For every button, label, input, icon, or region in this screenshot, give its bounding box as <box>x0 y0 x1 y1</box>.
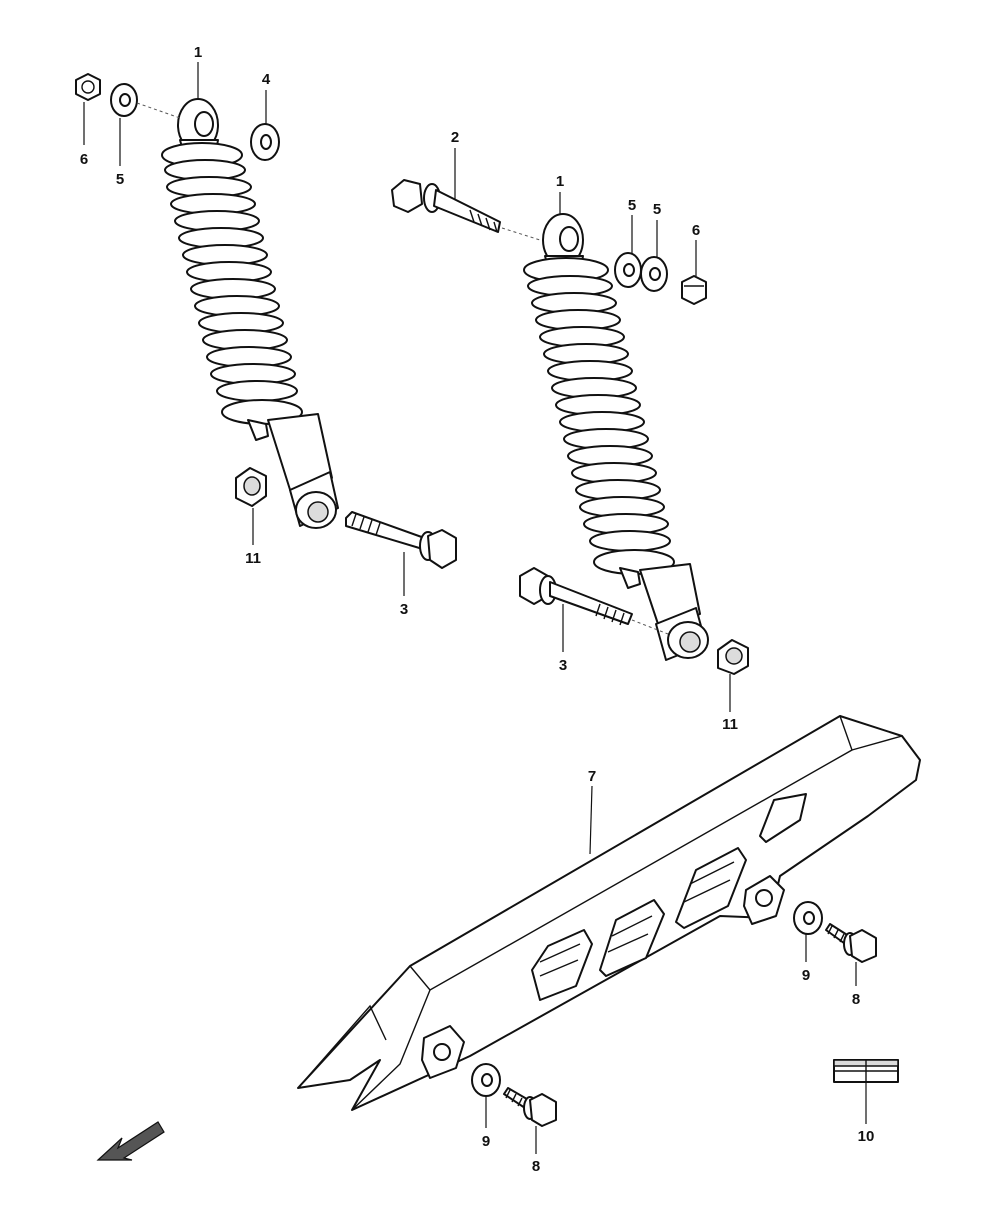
shock-absorber-left <box>161 98 339 529</box>
bolt-2 <box>391 179 501 233</box>
callout-9-left: 9 <box>482 1133 490 1150</box>
washer-9-right <box>793 901 823 935</box>
callout-3-right: 3 <box>559 657 567 674</box>
washer-left <box>110 83 138 117</box>
callout-10: 10 <box>858 1128 875 1145</box>
callout-11-right: 11 <box>722 716 738 733</box>
callout-5-right-b: 5 <box>653 201 661 218</box>
bolt-8-right <box>825 923 877 963</box>
washer-right-a <box>614 252 642 288</box>
bolt-3-right <box>519 567 633 626</box>
nut-left <box>75 73 101 101</box>
callout-7: 7 <box>588 768 596 785</box>
callout-5-left: 5 <box>116 171 124 188</box>
washer-right-b <box>640 256 668 292</box>
callout-5-right-a: 5 <box>628 197 636 214</box>
leader-lines <box>83 62 867 1154</box>
washer-9-left <box>471 1063 501 1097</box>
nut-right <box>681 275 707 305</box>
callout-6-left: 6 <box>80 151 88 168</box>
callout-2: 2 <box>451 129 459 146</box>
callout-4: 4 <box>262 71 271 88</box>
front-arrow-icon <box>96 1121 165 1161</box>
callout-6-right: 6 <box>692 222 700 239</box>
shock-absorber-right <box>523 213 709 661</box>
bolt-3-left <box>345 511 457 569</box>
chain-guard <box>297 715 921 1111</box>
callout-8-right: 8 <box>852 991 860 1008</box>
callout-8-left: 8 <box>532 1158 540 1175</box>
caution-label <box>833 1059 899 1083</box>
bushing-left <box>235 467 267 507</box>
washer-4 <box>250 123 280 161</box>
callout-1-right: 1 <box>556 173 564 190</box>
callout-3-left: 3 <box>400 601 408 618</box>
callout-11-left: 11 <box>245 550 261 567</box>
callout-9-right: 9 <box>802 967 810 984</box>
callout-1-left: 1 <box>194 44 202 61</box>
bushing-right <box>717 639 749 675</box>
bolt-8-left <box>503 1087 557 1127</box>
